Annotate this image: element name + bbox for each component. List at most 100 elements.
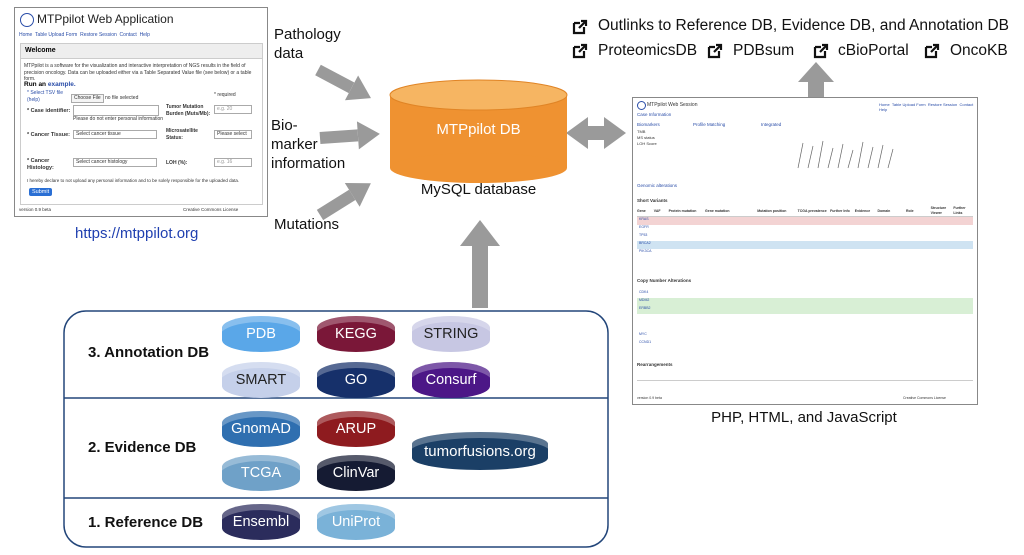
webapp-url[interactable]: https://mtppilot.org — [75, 225, 199, 242]
external-link-icon — [572, 43, 588, 59]
external-link-icon — [924, 43, 940, 59]
result-nav-home[interactable]: Home — [879, 102, 890, 107]
profile-matching-heading: Profile Matching — [693, 122, 726, 127]
webapp-version: version 0.9 beta — [19, 207, 52, 212]
genomic-alterations-heading: Genomic alterations — [637, 183, 678, 188]
col-structure: Structure Viewer — [930, 206, 947, 215]
cancer-histology-select[interactable]: Select cancer histology — [73, 158, 157, 167]
mysql-caption: MySQL database — [420, 181, 537, 198]
cancer-histology-label: * Cancer Histology: — [27, 158, 54, 172]
db-consurf: Consurf — [412, 362, 490, 398]
col-vaf: VAF — [653, 208, 661, 213]
db-string: STRING — [412, 316, 490, 352]
nav-help[interactable]: Help — [139, 32, 150, 38]
nav-contact[interactable]: Contact — [119, 32, 137, 38]
result-screenshot: MTPpilot Web Session Home Table Upload F… — [632, 97, 978, 405]
help-link[interactable]: (help) — [27, 97, 40, 103]
table-row[interactable]: CDK4 — [639, 290, 649, 294]
col-further-links: Further Links — [953, 206, 966, 215]
loh-row: LOH Score — [637, 141, 657, 146]
integrated-plot — [797, 140, 894, 169]
loh-label: LOH (%): — [166, 160, 188, 166]
table-row[interactable]: ERBB2 — [637, 306, 973, 314]
case-info-heading: Case Information — [637, 112, 672, 117]
table-row[interactable]: TP53 — [639, 233, 648, 237]
nav-upload[interactable]: Table Upload Form — [35, 32, 78, 38]
result-nav-restore[interactable]: Restore Session — [927, 102, 958, 107]
result-nav-help[interactable]: Help — [879, 107, 888, 113]
outlink-oncokb[interactable]: OncoKB — [950, 42, 1008, 59]
table-row[interactable]: PIK3CA — [639, 249, 652, 253]
short-variants-table: Gene VAF Protein mutation Gene mutation … — [637, 206, 973, 257]
table-row[interactable]: CCND1 — [639, 340, 652, 344]
input-mutations: Mutations — [274, 216, 340, 233]
choose-file-button[interactable]: Choose File — [71, 94, 104, 103]
result-caption: PHP, HTML, and JavaScript — [711, 409, 897, 426]
input-pathology: Pathology data — [274, 26, 341, 62]
submit-button[interactable]: Submit — [29, 188, 53, 196]
arrow-bidirectional — [566, 117, 626, 149]
outlinks-line1: Outlinks to Reference DB, Evidence DB, a… — [572, 16, 1022, 40]
col-gene: Gene — [637, 208, 646, 213]
rearrangements-heading: Rearrangements — [637, 362, 673, 367]
db-gnomad: GnomAD — [222, 411, 300, 447]
arrow-db-up — [460, 220, 500, 308]
no-file-text: no file selected — [105, 95, 139, 101]
mtppilot-db-label: MTPpilot DB — [436, 121, 521, 138]
case-identifier-label: * Case identifier: — [27, 108, 71, 114]
input-arrows — [315, 62, 834, 308]
db-smart: SMART — [222, 362, 300, 398]
webapp-intro: MTPpilot is a software for the visualiza… — [24, 63, 252, 82]
welcome-heading: Welcome — [21, 44, 262, 59]
db-kegg: KEGG — [317, 316, 395, 352]
outlink-pdbsum[interactable]: PDBsum — [733, 42, 795, 59]
arrow-mutations — [316, 182, 371, 221]
db-arup: ARUP — [317, 411, 395, 447]
reference-db-label: 1. Reference DB — [88, 514, 204, 531]
col-gene-mutation: Gene mutation — [705, 208, 730, 213]
msi-label: Microsatellite Status: — [166, 128, 198, 141]
result-nav-upload[interactable]: Table Upload Form — [891, 102, 926, 107]
run-example-link[interactable]: example. — [47, 81, 76, 88]
external-link-icon — [707, 43, 723, 59]
table-row[interactable]: BRCA2 — [637, 241, 973, 249]
table-row[interactable]: KRAS — [637, 217, 973, 225]
result-nav-contact[interactable]: Contact — [959, 102, 974, 107]
run-example: Run an example. — [24, 81, 76, 88]
nav-home[interactable]: Home — [19, 32, 33, 38]
tmb-input[interactable]: e.g. 20 — [214, 105, 252, 114]
col-further-info: Further Info — [830, 208, 850, 213]
webapp-panel: Welcome MTPpilot is a software for the v… — [20, 43, 263, 205]
db-tumorfusions: tumorfusions.org — [412, 432, 548, 470]
outlink-cbioportal[interactable]: cBioPortal — [838, 42, 909, 59]
cancer-tissue-select[interactable]: Select cancer tissue — [73, 130, 157, 139]
webapp-screenshot: MTPpilot Web Application Home Table Uplo… — [14, 7, 268, 217]
table-row[interactable]: EGFR — [639, 225, 649, 229]
case-identifier-input[interactable] — [73, 105, 159, 116]
input-biomarker: Bio- marker information — [271, 117, 346, 172]
biomarkers-heading: Biomarkers — [637, 122, 660, 127]
outlink-proteomicsdb[interactable]: ProteomicsDB — [598, 42, 698, 59]
run-example-text: Run an — [24, 81, 47, 88]
col-position: Mutation position — [757, 208, 787, 213]
loh-input[interactable]: e.g. 16 — [214, 158, 252, 167]
db-tcga: TCGA — [222, 455, 300, 491]
outlinks-text: Outlinks to Reference DB, Evidence DB, a… — [598, 17, 1009, 34]
rearrangements-row — [637, 380, 973, 387]
webapp-nav: Home Table Upload Form Restore Session C… — [19, 32, 259, 39]
result-title: MTPpilot Web Session — [647, 102, 698, 108]
col-protein: Protein mutation — [668, 208, 697, 213]
no-personal-note: Please do not enter personal information — [73, 116, 164, 122]
table-row[interactable]: MDM2 — [637, 298, 973, 306]
external-link-icon — [813, 43, 829, 59]
copy-number-heading: Copy Number Alterations — [637, 278, 692, 283]
tmb-row: TMB — [637, 129, 646, 134]
outlinks-line2: ProteomicsDB PDBsum cBioPortal OncoKB — [572, 40, 1022, 64]
msi-select[interactable]: Please select — [214, 130, 252, 139]
table-row[interactable]: MYC — [639, 332, 647, 336]
mtppilot-db-cylinder — [389, 79, 568, 183]
result-version: version 0.9 beta — [637, 396, 662, 400]
msi-row: MS status — [637, 135, 655, 140]
nav-restore[interactable]: Restore Session — [80, 32, 117, 38]
